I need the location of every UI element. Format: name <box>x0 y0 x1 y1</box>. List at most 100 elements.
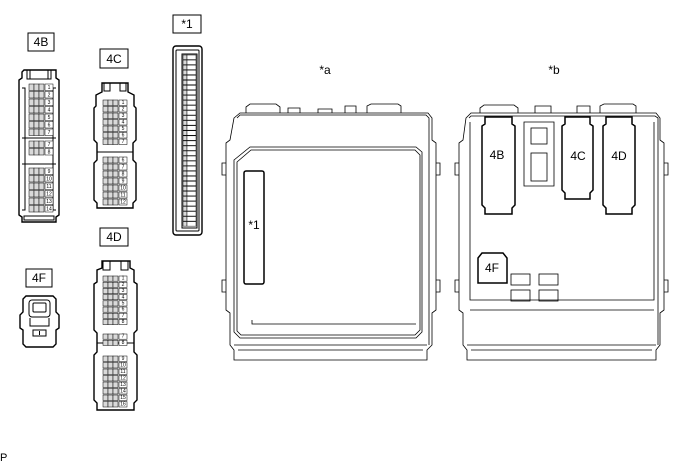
pin-cell <box>186 90 197 96</box>
slot-4F <box>477 252 508 284</box>
pin-number: 6 <box>122 133 125 139</box>
connector-4B <box>18 69 60 223</box>
pin-cell <box>186 186 197 192</box>
pin-cell <box>112 163 119 171</box>
pin-cell <box>112 294 119 301</box>
pin-cell <box>102 125 109 132</box>
pin-number: 9 <box>122 356 125 362</box>
pin-cell <box>186 175 197 181</box>
pin-cell <box>186 110 197 116</box>
pin-number: 12 <box>120 376 126 382</box>
pin-cell <box>38 205 45 213</box>
pin-cell <box>107 368 114 375</box>
pin-cell <box>186 221 197 227</box>
pin-cell <box>182 74 188 80</box>
pin-cell <box>107 184 114 192</box>
pin-cell <box>107 119 114 126</box>
pin-cell <box>182 191 188 197</box>
pin-number: 7 <box>122 139 125 145</box>
pin-cell <box>186 125 197 131</box>
pin-cell <box>112 184 119 192</box>
pin-cell <box>118 319 128 325</box>
pin-number: 5 <box>122 126 125 132</box>
pin-cell <box>118 125 128 132</box>
pin-cell <box>107 355 114 362</box>
slot-4B <box>481 116 516 215</box>
pin-cell <box>118 170 128 178</box>
pin-cell <box>38 91 45 99</box>
label-4C: 4C <box>106 52 122 66</box>
pin-cell <box>112 138 119 145</box>
label-4F: 4F <box>32 271 46 285</box>
pin-cell <box>112 191 119 199</box>
pin-cell <box>118 381 128 388</box>
pin-cell <box>112 106 119 113</box>
pin-cell <box>44 91 54 99</box>
pin-cell <box>118 177 128 185</box>
pin-cell <box>112 368 119 375</box>
pin-cell <box>182 120 188 126</box>
pin-cell <box>182 206 188 212</box>
view-b-ecu-body <box>454 103 669 361</box>
pin-cell <box>186 105 197 111</box>
pin-number: 12 <box>46 192 52 198</box>
callout-b-4C: 4C <box>570 149 586 163</box>
pin-cell <box>107 125 114 132</box>
pin-cell <box>102 388 109 395</box>
pin-number: 9 <box>122 179 125 185</box>
pin-cell <box>182 155 188 161</box>
pin-cell <box>112 177 119 185</box>
pin-cell <box>102 312 109 319</box>
pin-number: 5 <box>122 301 125 307</box>
pin-cell <box>102 319 109 325</box>
pin-cell <box>182 130 188 136</box>
pin-cell <box>107 132 114 139</box>
pin-cell <box>118 119 128 126</box>
pin-cell <box>186 95 197 101</box>
pin-cell <box>33 197 40 205</box>
view-a-ecu-body <box>221 103 441 361</box>
pin-cell <box>182 140 188 146</box>
pin-cell <box>118 333 128 340</box>
connector-4C <box>93 82 137 209</box>
pin-cell <box>112 275 119 282</box>
pin-cell <box>107 388 114 395</box>
pin-cell <box>102 300 109 307</box>
pin-cell <box>107 156 114 164</box>
pin-cell <box>182 54 188 60</box>
pin-cell <box>186 191 197 197</box>
pin-number: 8 <box>48 150 51 156</box>
pin-cell <box>107 333 114 340</box>
pin-cell <box>102 333 109 340</box>
pin-cell <box>107 99 114 106</box>
pin-cell <box>112 112 119 119</box>
pin-cell <box>28 83 35 91</box>
pin-number: 8 <box>122 319 125 325</box>
pin-cell <box>186 130 197 136</box>
pin-cell <box>112 300 119 307</box>
pin-cell <box>107 306 114 313</box>
pin-cell <box>112 355 119 362</box>
pin-cell <box>186 59 197 65</box>
pin-cell <box>107 106 114 113</box>
pin-number: 7 <box>48 142 51 148</box>
pin-cell <box>118 288 128 294</box>
pin-cell <box>102 184 109 192</box>
pin-cell <box>112 362 119 369</box>
pin-cell <box>33 205 40 213</box>
pin-number: 16 <box>120 402 126 408</box>
pin-cell <box>107 198 114 206</box>
pin-cell <box>182 69 188 75</box>
label-box-4C: 4C <box>99 48 129 69</box>
pin-cell <box>102 339 109 346</box>
pin-cell <box>186 181 197 186</box>
pin-cell <box>102 355 109 362</box>
pin-cell <box>186 85 197 91</box>
pin-cell <box>33 190 40 198</box>
pin-cell <box>112 156 119 164</box>
pin-cell <box>38 113 45 121</box>
pin-cell <box>182 145 188 151</box>
pin-cell <box>112 132 119 139</box>
pin-cell <box>102 163 109 171</box>
pin-cell <box>33 148 40 156</box>
